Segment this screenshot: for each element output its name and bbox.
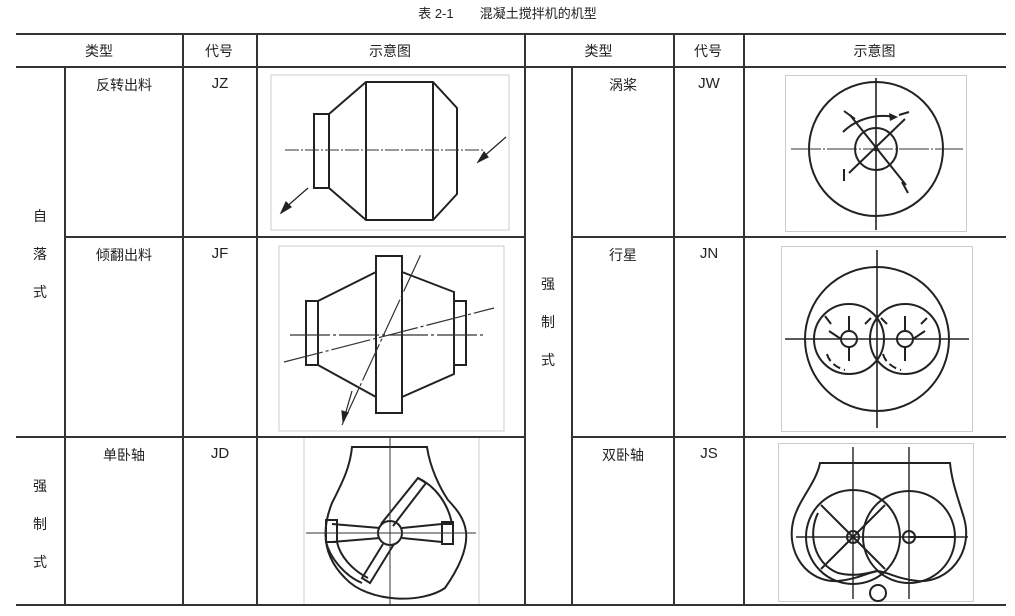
planetary-diagram <box>781 246 973 432</box>
table-number: 表 2-1 <box>418 6 454 21</box>
header-bottom-border <box>16 66 1006 68</box>
col-divider-code-left <box>182 33 184 606</box>
col-divider-subtype-left <box>64 66 66 606</box>
row-divider-1-right <box>571 236 1006 238</box>
reverse-discharge-drum-diagram <box>270 74 510 232</box>
row-code-jw: JW <box>698 75 720 92</box>
group-label-forced-right: 强 制 式 <box>541 277 555 369</box>
single-horizontal-shaft-diagram <box>290 438 490 604</box>
col-divider-diagram-right <box>743 33 745 606</box>
row-type-jn: 行星 <box>609 248 637 264</box>
tilting-discharge-drum-diagram <box>278 245 506 433</box>
row-divider-2-right <box>571 436 1006 438</box>
twin-horizontal-shaft-diagram <box>778 443 974 603</box>
row-type-jz: 反转出料 <box>96 78 152 94</box>
row-type-js: 双卧轴 <box>602 448 644 464</box>
table-top-border <box>16 33 1006 35</box>
header-type-left: 类型 <box>85 44 113 60</box>
turbine-paddle-diagram <box>785 75 967 233</box>
row-type-jw: 涡桨 <box>609 78 637 94</box>
row-type-jd: 单卧轴 <box>103 448 145 464</box>
row-type-jf: 倾翻出料 <box>96 248 152 264</box>
row-divider-2-left <box>16 436 525 438</box>
group-label-free-fall: 自 落 式 <box>33 209 47 301</box>
header-diagram-left: 示意图 <box>369 44 411 60</box>
table-title: 混凝土搅拌机的机型 <box>479 7 597 22</box>
col-divider-code-right <box>673 33 675 606</box>
table-caption: 表 2-1 混凝土搅拌机的机型 <box>0 3 1015 22</box>
row-code-jd: JD <box>210 445 230 462</box>
row-code-jz: JZ <box>211 75 229 92</box>
col-divider-middle <box>524 33 526 606</box>
col-divider-subtype-right <box>571 66 573 606</box>
table-bottom-border <box>16 604 1006 606</box>
header-type-right: 类型 <box>584 44 613 60</box>
row-code-js: JS <box>700 445 718 462</box>
header-code-left: 代号 <box>205 44 233 60</box>
group-label-forced-left: 强 制 式 <box>33 479 47 571</box>
header-code-right: 代号 <box>694 44 722 60</box>
row-code-jn: JN <box>699 245 719 262</box>
row-divider-1-left <box>64 236 525 238</box>
col-divider-diagram-left <box>256 33 258 606</box>
header-diagram-right: 示意图 <box>853 44 896 60</box>
row-code-jf: JF <box>211 245 229 262</box>
